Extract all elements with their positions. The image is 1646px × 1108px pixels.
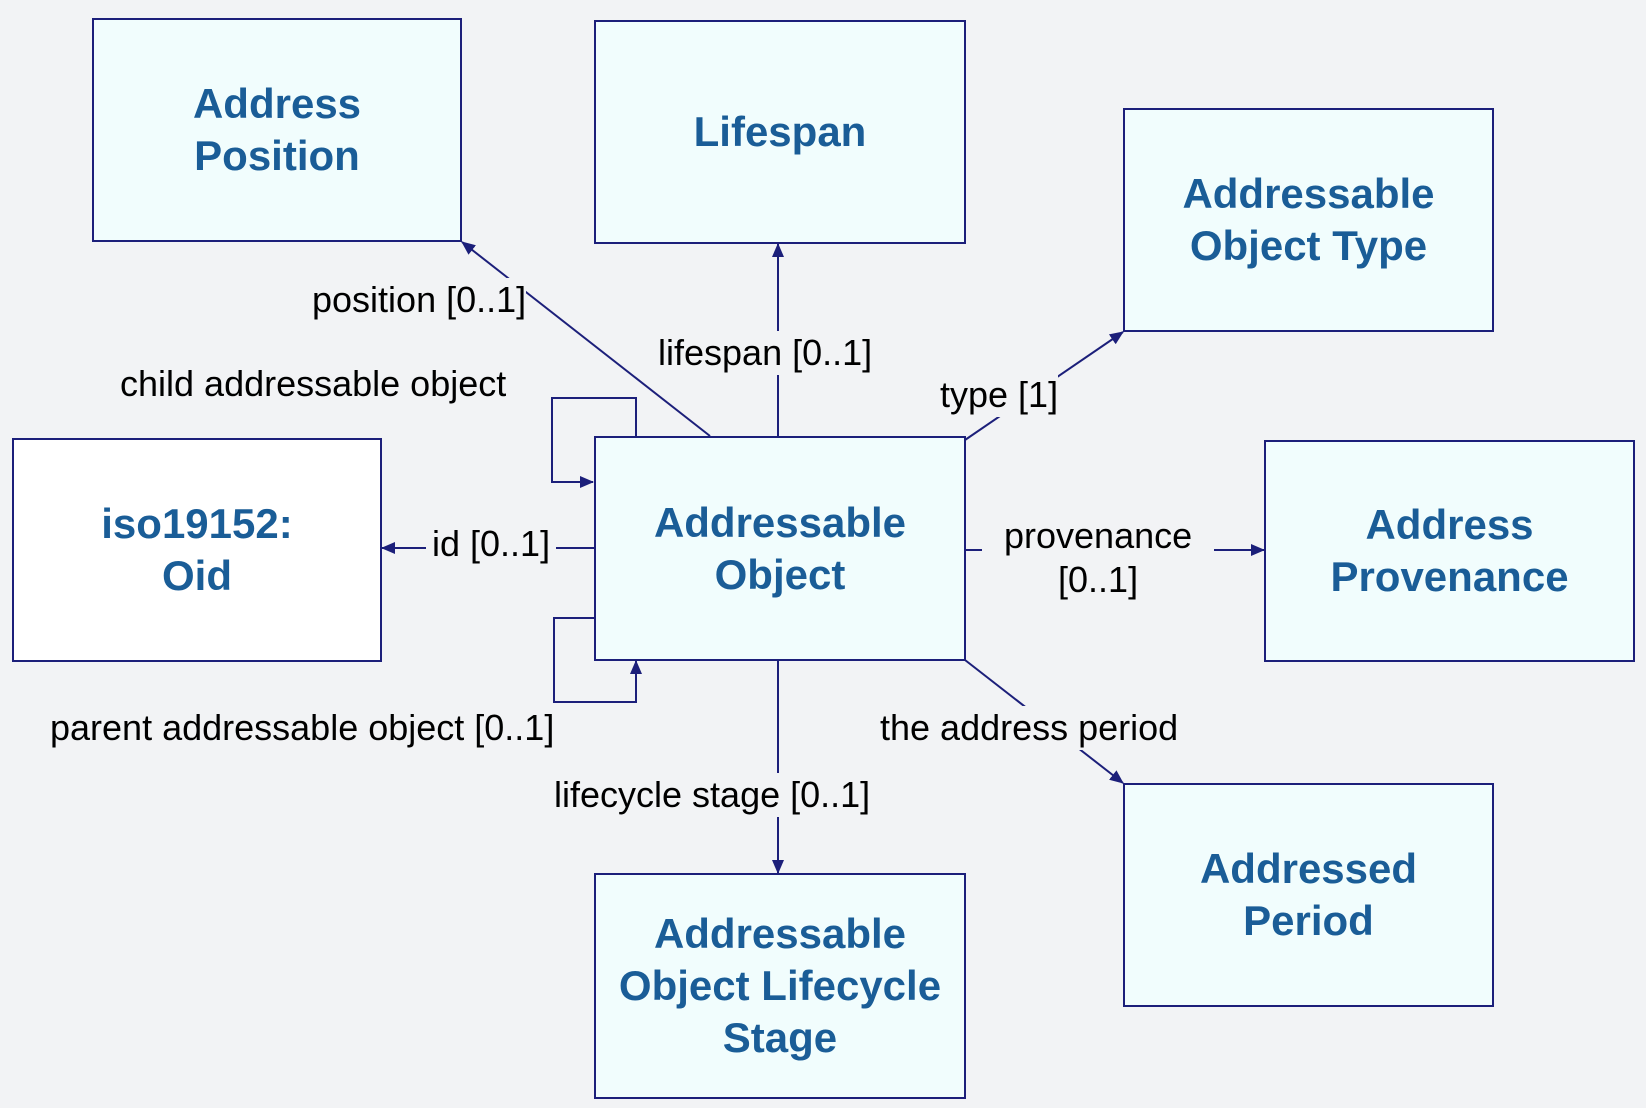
lifespan-label: lifespan [0..1] <box>658 331 873 375</box>
position-label: position [0..1] <box>312 278 527 322</box>
addressed-period-box: Addressed Period <box>1123 783 1494 1007</box>
lifecycle-label: lifecycle stage [0..1] <box>554 773 871 817</box>
address-period-label: the address period <box>880 706 1179 750</box>
address-position-title: Address Position <box>192 80 362 179</box>
address-position-box: Address Position <box>92 18 462 242</box>
addressable-object-type-box: Addressable Object Type <box>1123 108 1494 332</box>
type-label: type [1] <box>940 373 1059 417</box>
lifecycle-stage-box: Addressable Object Lifecycle Stage <box>594 873 966 1099</box>
lifespan-title: Lifespan <box>693 108 867 155</box>
lifecycle-stage-title: Addressable Object Lifecycle Stage <box>618 910 942 1061</box>
provenance-label: provenance [0..1] <box>982 514 1215 602</box>
address-provenance-title: Address Provenance <box>1330 501 1569 600</box>
addressable-object-box: Addressable Object <box>594 436 966 661</box>
parent-self-connector <box>553 617 642 703</box>
address-provenance-box: Address Provenance <box>1264 440 1635 662</box>
addressable-object-title: Addressable Object <box>653 498 907 598</box>
child-self-connector <box>551 397 637 488</box>
child-label: child addressable object <box>120 363 507 404</box>
parent-label: parent addressable object [0..1] <box>50 707 555 748</box>
position-connector <box>461 241 711 437</box>
addressed-period-title: Addressed Period <box>1199 845 1418 944</box>
lifespan-box: Lifespan <box>594 20 966 244</box>
iso-oid-title: iso19152: Oid <box>101 500 293 599</box>
addressable-object-type-title: Addressable Object Type <box>1182 170 1435 269</box>
iso-oid-box: iso19152: Oid <box>12 438 382 662</box>
id-label: id [0..1] <box>426 522 557 566</box>
